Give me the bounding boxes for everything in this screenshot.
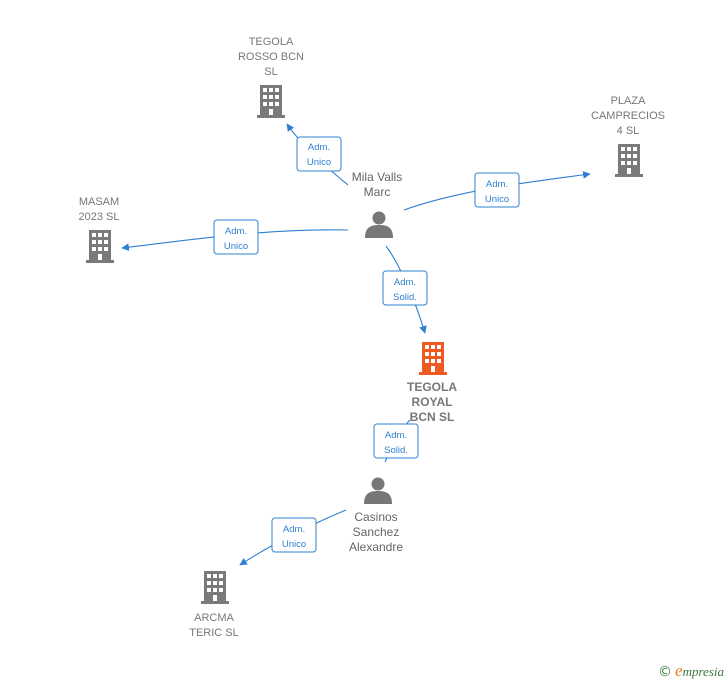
svg-text:Casinos: Casinos (354, 510, 397, 524)
svg-text:BCN SL: BCN SL (410, 410, 455, 424)
building-icon (201, 571, 229, 604)
building-icon (615, 144, 643, 177)
company-node-masam[interactable]: MASAM 2023 SL (79, 196, 120, 263)
svg-text:Adm.: Adm. (283, 524, 305, 535)
svg-text:MASAM: MASAM (79, 196, 119, 208)
svg-text:Adm.: Adm. (486, 179, 508, 190)
edge-label-mila-plaza[interactable]: Adm. Unico (474, 172, 520, 208)
svg-text:ROYAL: ROYAL (412, 395, 453, 409)
brand-footer: ©empresia (658, 661, 724, 681)
svg-text:2023 SL: 2023 SL (79, 211, 120, 223)
copyright-icon: © (658, 664, 673, 680)
svg-text:Adm.: Adm. (385, 430, 407, 441)
svg-text:Marc: Marc (364, 185, 391, 199)
company-node-tegola-royal[interactable]: TEGOLA ROYAL BCN SL (407, 342, 457, 424)
person-node-mila[interactable]: Mila Valls Marc (352, 170, 402, 238)
person-icon (365, 211, 393, 238)
svg-text:Unico: Unico (224, 241, 248, 252)
svg-text:Solid.: Solid. (384, 445, 408, 456)
svg-text:Adm.: Adm. (308, 142, 330, 153)
svg-text:Solid.: Solid. (393, 292, 417, 303)
svg-text:SL: SL (264, 66, 277, 78)
svg-text:PLAZA: PLAZA (611, 95, 647, 107)
svg-text:CAMPRECIOS: CAMPRECIOS (591, 110, 665, 122)
svg-text:Unico: Unico (485, 194, 509, 205)
edge-label-mila-royal[interactable]: Adm. Solid. (382, 270, 428, 306)
svg-text:Unico: Unico (282, 539, 306, 550)
edge-label-mila-rosso[interactable]: Adm. Unico (296, 136, 342, 172)
person-node-casinos[interactable]: Casinos Sanchez Alexandre (349, 477, 403, 555)
svg-text:TERIC SL: TERIC SL (189, 627, 239, 639)
svg-text:Adm.: Adm. (225, 226, 247, 237)
person-icon (364, 477, 392, 504)
company-node-arcma[interactable]: ARCMA TERIC SL (189, 571, 239, 639)
svg-text:Mila Valls: Mila Valls (352, 170, 402, 184)
edge-label-casinos-royal[interactable]: Adm. Solid. (373, 423, 419, 459)
svg-text:Alexandre: Alexandre (349, 540, 403, 554)
svg-text:TEGOLA: TEGOLA (249, 36, 294, 48)
edges (121, 123, 591, 566)
edge-label-mila-masam[interactable]: Adm. Unico (213, 219, 259, 255)
svg-text:Unico: Unico (307, 157, 331, 168)
company-node-tegola-rosso[interactable]: TEGOLA ROSSO BCN SL (238, 36, 304, 118)
building-icon (257, 85, 285, 118)
edge-label-casinos-arcma[interactable]: Adm. Unico (271, 517, 317, 553)
company-node-plaza-camprecios[interactable]: PLAZA CAMPRECIOS 4 SL (591, 95, 665, 177)
brand-name: mpresia (682, 664, 724, 679)
building-icon-focus (419, 342, 447, 375)
svg-text:Sanchez: Sanchez (353, 525, 400, 539)
svg-text:TEGOLA: TEGOLA (407, 380, 457, 394)
brand-initial: e (675, 661, 683, 680)
building-icon (86, 230, 114, 263)
svg-text:4 SL: 4 SL (617, 125, 640, 137)
svg-text:ROSSO BCN: ROSSO BCN (238, 51, 304, 63)
svg-text:ARCMA: ARCMA (194, 612, 234, 624)
svg-text:Adm.: Adm. (394, 277, 416, 288)
